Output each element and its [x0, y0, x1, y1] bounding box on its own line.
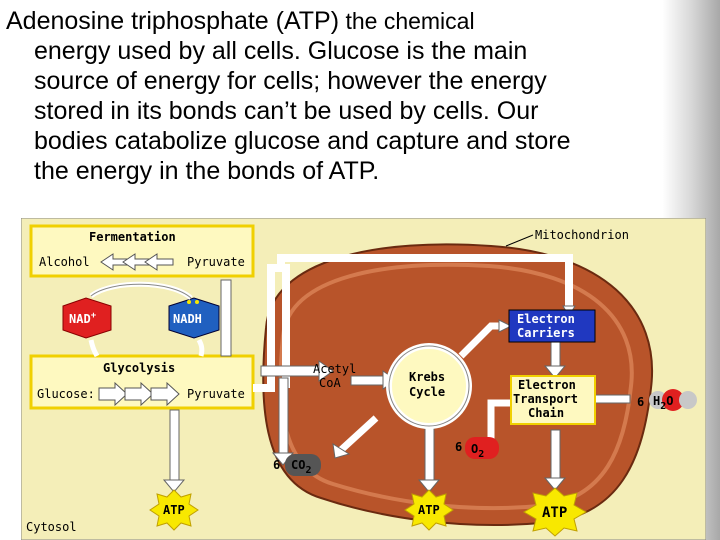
- electron-carriers-label-2: Carriers: [517, 326, 575, 340]
- slide-body-text: Adenosine triphosphate (ATP) the chemica…: [6, 6, 706, 186]
- krebs-label-2: Cycle: [409, 385, 445, 399]
- nadh-shape: [168, 297, 220, 339]
- electron-transport-chain-box: [510, 375, 596, 425]
- alcohol-label: Alcohol: [39, 255, 90, 269]
- atp-burst-1: ATP: [149, 489, 199, 531]
- co2-badge: [285, 454, 321, 476]
- pyruvate-bottom-label: Pyruvate: [187, 387, 245, 401]
- inner-membrane: [278, 262, 634, 511]
- nadh-to-glycolysis-arrow: [196, 338, 205, 357]
- co2-label: CO2: [291, 458, 311, 476]
- h2o-hydrogen-1: [649, 391, 667, 409]
- o2-label: O2: [471, 442, 484, 460]
- etc-label-2: Transport: [513, 392, 578, 406]
- acetyl-label-2: CoA: [319, 376, 341, 390]
- nad-plus-shape: [62, 297, 112, 339]
- text-line-1: Adenosine triphosphate (ATP) the chemica…: [6, 6, 706, 36]
- pyruvate-top-label: Pyruvate: [187, 255, 245, 269]
- svg-text:ATP: ATP: [418, 503, 440, 517]
- atp-burst-3: ATP: [523, 487, 587, 537]
- electron-carriers-box: [508, 309, 596, 343]
- o2-badge: [465, 437, 499, 459]
- svg-text:ATP: ATP: [163, 503, 185, 517]
- atp-term: Adenosine triphosphate (ATP): [6, 7, 340, 35]
- cytosol-label: Cytosol: [26, 520, 77, 534]
- text-line-1-rest: the chemical: [339, 8, 475, 34]
- glycolysis-arrows: [98, 381, 180, 407]
- fermentation-title: Fermentation: [89, 230, 176, 244]
- etc-label-3: Chain: [528, 406, 564, 420]
- text-line-3: source of energy for cells; however the …: [34, 67, 547, 95]
- h2o-coefficient: 6: [637, 395, 644, 409]
- text-line-2: energy used by all cells. Glucose is the…: [34, 37, 528, 65]
- fermentation-arrows: [100, 253, 174, 271]
- glycolysis-title: Glycolysis: [103, 361, 175, 375]
- nadh-electron-dots: [187, 300, 199, 304]
- cellular-respiration-diagram: Mitochondrion Fermentation Alcohol Pyruv…: [21, 218, 706, 540]
- h2o-oxygen: [662, 389, 684, 411]
- text-line-4: stored in its bonds can’t be used by cel…: [34, 97, 539, 125]
- electron-carriers-label-1: Electron: [517, 312, 575, 326]
- o2-coefficient: 6: [455, 440, 462, 454]
- glucose-label: Glucose:: [37, 387, 95, 401]
- mitochondrion-label: Mitochondrion: [535, 228, 629, 242]
- text-line-5: bodies catabolize glucose and capture an…: [34, 127, 571, 155]
- atp-burst-2: ATP: [404, 489, 454, 531]
- nadh-label: NADH: [173, 312, 202, 326]
- krebs-label-1: Krebs: [409, 370, 445, 384]
- acetyl-label-1: Acetyl: [313, 362, 356, 376]
- fermentation-box: [29, 224, 255, 278]
- co2-coefficient: 6: [273, 458, 280, 472]
- etc-label-1: Electron: [518, 378, 576, 392]
- h2o-label: H2O: [653, 394, 674, 412]
- nad-plus-label: NAD+: [69, 311, 97, 326]
- nad-cycle-arrow-bottom: [88, 339, 100, 358]
- h2o-hydrogen-2: [679, 391, 697, 409]
- svg-text:ATP: ATP: [542, 505, 567, 521]
- text-line-6: the energy in the bonds of ATP.: [34, 157, 380, 185]
